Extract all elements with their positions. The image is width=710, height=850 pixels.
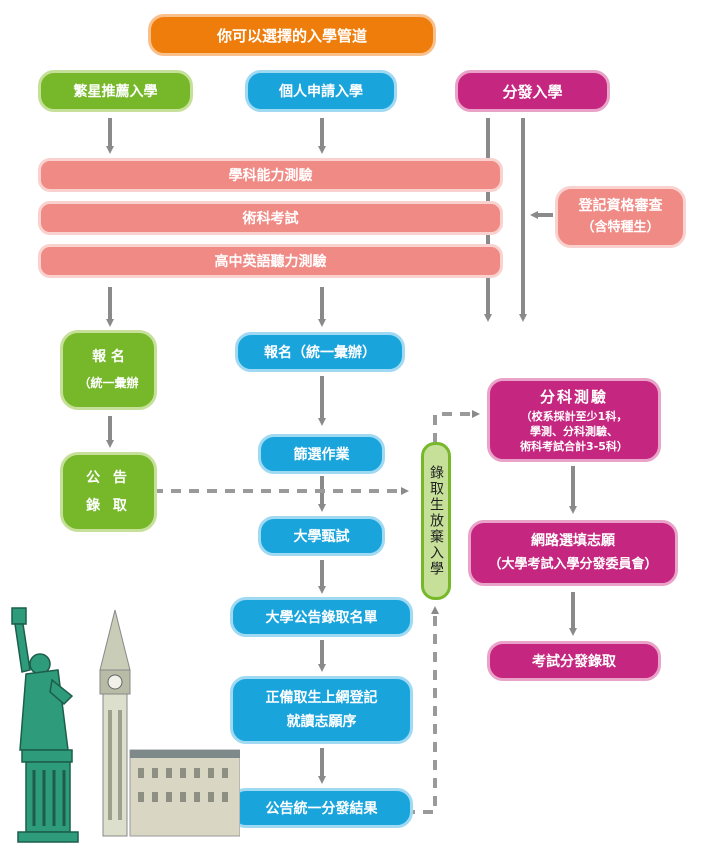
personal-apply: 報名（統一彙辦） — [235, 332, 405, 372]
personal-interview: 大學甄試 — [258, 516, 385, 556]
star-apply-line2: （統一彙辦 — [78, 376, 139, 390]
clock-tower-icon — [99, 609, 131, 837]
online-preference: 網路選填志願 （大學考試入學分發委員會） — [468, 520, 678, 586]
channel-star-recommendation: 繁星推薦入學 — [38, 70, 193, 112]
giveup-admission: 錄取生放棄入學 — [421, 442, 451, 600]
personal-confirm-line1: 正備取生上網登記 — [265, 690, 378, 706]
subject-test-note1: （校系採計至少1科， — [520, 410, 628, 423]
exam-english-label: 高中英語聽力測驗 — [214, 254, 327, 270]
dashed-result-to-giveup — [405, 606, 439, 814]
personal-result: 公告統一分發結果 — [230, 788, 413, 828]
final-label: 考試分發錄取 — [532, 654, 616, 670]
personal-interview-label: 大學甄試 — [293, 529, 350, 545]
exam-english-listening: 高中英語聽力測驗 — [38, 244, 503, 278]
personal-admission-list: 大學公告錄取名單 — [230, 597, 413, 637]
star-apply-line1: 報 名 — [92, 349, 125, 365]
landmark-illustration — [11, 607, 240, 843]
personal-confirm-preference: 正備取生上網登記 就讀志願序 — [230, 676, 413, 744]
subject-test-note3: 術科考試合計3-5科） — [520, 440, 628, 453]
personal-list-label: 大學公告錄取名單 — [265, 610, 378, 626]
statue-of-liberty-icon — [11, 607, 79, 843]
star-announce-line1: 公 告 — [86, 470, 131, 486]
subject-test-note2: 學測、分科測驗、 — [530, 425, 618, 438]
personal-screening: 篩選作業 — [258, 434, 385, 474]
exam-arts: 術科考試 — [38, 201, 503, 235]
personal-confirm-line2: 就讀志願序 — [286, 714, 357, 730]
channel-distribution: 分發入學 — [455, 70, 610, 112]
dashed-giveup-to-subject — [433, 410, 480, 443]
personal-result-label: 公告統一分發結果 — [265, 801, 378, 817]
channel-personal-application: 個人申請入學 — [245, 70, 397, 112]
registration-line1: 登記資格審查 — [578, 198, 663, 214]
giveup-label: 錄取生放棄入學 — [428, 465, 444, 577]
channel-star-label: 繁星推薦入學 — [73, 84, 158, 100]
exam-gsat: 學科能力測驗 — [38, 158, 503, 192]
personal-screening-label: 篩選作業 — [293, 447, 350, 463]
exam-arts-label: 術科考試 — [242, 211, 299, 227]
subject-test-title: 分科測驗 — [539, 388, 608, 406]
star-announce-line2: 錄 取 — [86, 498, 131, 514]
page-title: 你可以選擇的入學管道 — [148, 14, 436, 56]
star-apply: 報 名 （統一彙辦 — [60, 330, 157, 410]
subject-test: 分科測驗 （校系採計至少1科， 學測、分科測驗、 術科考試合計3-5科） — [487, 378, 661, 462]
star-announce: 公 告 錄 取 — [60, 452, 157, 532]
online-line1: 網路選填志願 — [531, 533, 615, 549]
exam-distribution-admission: 考試分發錄取 — [487, 641, 661, 681]
exam-gsat-label: 學科能力測驗 — [228, 168, 313, 184]
registration-review: 登記資格審查 （含特種生） — [555, 186, 686, 248]
registration-line2: （含特種生） — [581, 220, 660, 235]
channel-personal-label: 個人申請入學 — [279, 84, 363, 100]
building-icon — [129, 749, 240, 837]
channel-distribution-label: 分發入學 — [502, 82, 563, 101]
page-title-text: 你可以選擇的入學管道 — [216, 26, 367, 45]
online-line2: （大學考試入學分發委員會） — [488, 557, 658, 572]
personal-apply-label: 報名（統一彙辦） — [264, 345, 376, 361]
